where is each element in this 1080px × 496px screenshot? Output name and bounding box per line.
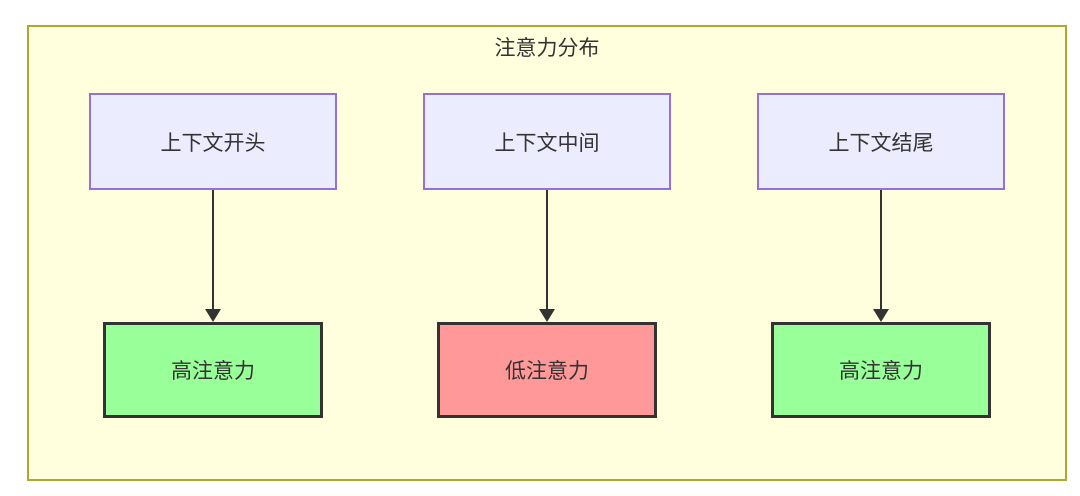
diagram-canvas: 上下文开头 高注意力 上下文中间 低注意力 bbox=[29, 93, 1065, 418]
node-context-middle: 上下文中间 bbox=[423, 93, 671, 190]
arrowhead-icon bbox=[873, 309, 889, 322]
node-high-attention-2: 高注意力 bbox=[771, 322, 991, 418]
diagram-title: 注意力分布 bbox=[494, 37, 600, 60]
arrowhead-icon bbox=[205, 309, 221, 322]
node-high-attention-1-label: 高注意力 bbox=[171, 360, 255, 383]
node-high-attention-1: 高注意力 bbox=[103, 322, 323, 418]
edge-arrow bbox=[873, 190, 889, 322]
node-context-middle-label: 上下文中间 bbox=[494, 131, 600, 155]
edge-arrow bbox=[539, 190, 555, 322]
node-context-start: 上下文开头 bbox=[89, 93, 337, 190]
node-low-attention-label: 低注意力 bbox=[505, 360, 589, 383]
edge-line bbox=[212, 190, 214, 309]
diagram-column-middle: 上下文中间 低注意力 bbox=[423, 93, 671, 418]
edge-line bbox=[546, 190, 548, 309]
node-low-attention: 低注意力 bbox=[437, 322, 657, 418]
node-context-end-label: 上下文结尾 bbox=[828, 131, 934, 155]
node-context-end: 上下文结尾 bbox=[757, 93, 1005, 190]
attention-distribution-cluster: 注意力分布 上下文开头 高注意力 上下文中间 低 bbox=[27, 25, 1067, 481]
node-context-start-label: 上下文开头 bbox=[160, 131, 266, 155]
edge-line bbox=[880, 190, 882, 309]
edge-arrow bbox=[205, 190, 221, 322]
diagram-column-end: 上下文结尾 高注意力 bbox=[757, 93, 1005, 418]
arrowhead-icon bbox=[539, 309, 555, 322]
node-high-attention-2-label: 高注意力 bbox=[839, 360, 923, 383]
diagram-column-start: 上下文开头 高注意力 bbox=[89, 93, 337, 418]
